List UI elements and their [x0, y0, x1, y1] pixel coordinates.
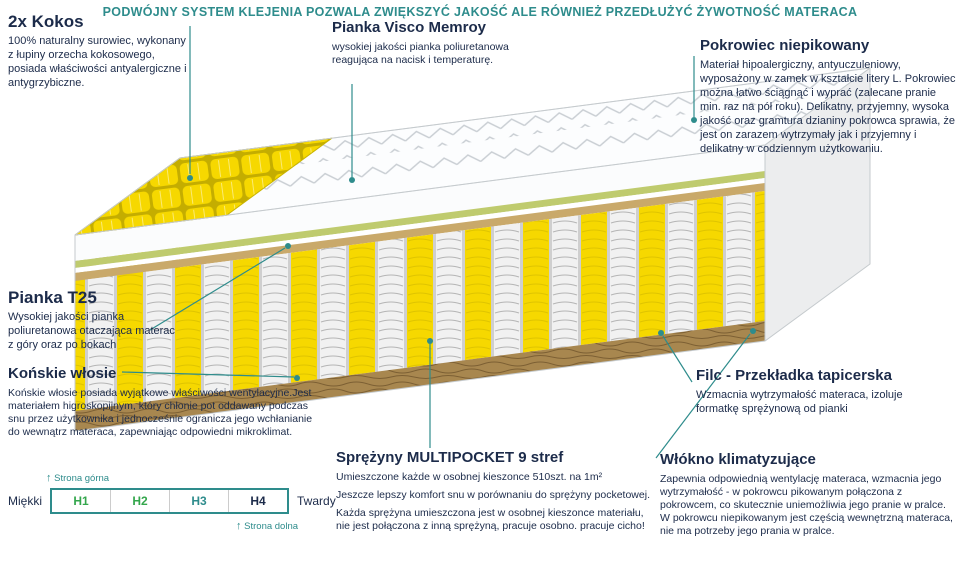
- callout-filc: Filc - Przekładka tapicerska Wzmacnia wy…: [696, 367, 936, 422]
- callout-sprezyny-title: Sprężyny MULTIPOCKET 9 stref: [336, 449, 564, 466]
- callout-filc-body: Wzmacnia wytrzymałość materaca, izoluje …: [696, 388, 903, 415]
- callout-line-filc: [662, 335, 693, 383]
- callout-visco-body: wysokiej jakości pianka poliuretanowa re…: [332, 40, 509, 66]
- hardness-scale: ↑ Strona górna Miękki H1 H2 H3 H4 Twardy…: [8, 472, 360, 532]
- mattress-outline: [74, 67, 871, 432]
- callout-t25: Pianka T25 Wysokiej jakości pianka poliu…: [8, 288, 183, 358]
- callout-dot-t25: [285, 243, 291, 249]
- header-title: PODWÓJNY SYSTEM KLEJENIA POZWALA ZWIĘKSZ…: [102, 5, 858, 19]
- callout-dot-pokrowiec: [691, 117, 697, 123]
- callout-sprezyny: Sprężyny MULTIPOCKET 9 stref Umieszczone…: [336, 449, 656, 538]
- callout-visco: Pianka Visco Memroy wysokiej jakości pia…: [332, 19, 537, 72]
- callout-sprezyny-body: Jeszcze lepszy komfort snu w porównaniu …: [336, 488, 650, 501]
- callout-pokrowiec-title: Pokrowiec niepikowany: [700, 37, 870, 54]
- callout-wlosie: Końskie włosie Końskie włosie posiada wy…: [8, 365, 326, 444]
- hardness-segment-h4: H4: [250, 494, 266, 508]
- callout-kokos-title: 2x Kokos: [8, 12, 84, 31]
- hardness-segment-h2: H2: [111, 490, 171, 512]
- callout-kokos-body: 100% naturalny surowiec, wykonany z łupi…: [8, 35, 187, 89]
- callout-wlosie-body: Końskie włosie posiada wyjątkowe właściw…: [8, 386, 313, 438]
- callout-lines: [121, 26, 756, 459]
- callout-sprezyny-body: Każda sprężyna umieszczona jest w osobne…: [336, 506, 645, 532]
- callout-line-wlokno: [655, 333, 751, 459]
- callout-wlosie-title: Końskie włosie: [8, 365, 117, 382]
- callout-dot-visco: [349, 177, 355, 183]
- up-arrow-icon: ↑: [46, 472, 52, 484]
- pocket-springs: [75, 191, 765, 411]
- foam-zigzag-band: [143, 71, 865, 185]
- callout-line-wlosie: [121, 371, 295, 378]
- callout-dot-wlokno: [750, 328, 756, 334]
- hardness-segment-h1: H1: [52, 490, 112, 512]
- callout-wlokno: Włókno klimatyzujące Zapewnia odpowiedni…: [660, 451, 956, 543]
- scale-row: Miękki H1 H2 H3 H4 Twardy: [8, 488, 360, 514]
- mattress-front-face: [75, 145, 765, 431]
- hardness-segment-h3: H3: [170, 490, 230, 512]
- callout-line-t25: [149, 247, 286, 331]
- scale-bottom-label: Strona dolna: [244, 521, 299, 532]
- callout-dot-sprezyny: [427, 338, 433, 344]
- scale-hard-label: Twardy: [297, 494, 336, 508]
- mattress-right-face: [765, 68, 870, 341]
- callout-visco-title: Pianka Visco Memroy: [332, 19, 486, 36]
- scale-bottom-row: ↑ Strona dolna: [236, 520, 360, 532]
- callout-t25-body: Wysokiej jakości pianka poliuretanowa ot…: [8, 311, 175, 351]
- hardness-bar: H1 H2 H3 H4: [50, 488, 290, 514]
- callout-pokrowiec-body: Materiał hipoalergiczny, antyuczuleniowy…: [700, 58, 956, 155]
- foam-zigzag-band: [101, 102, 823, 216]
- scale-soft-label: Miękki: [8, 494, 43, 508]
- felt-layer: [75, 178, 765, 273]
- callout-wlokno-body: Zapewnia odpowiednią wentylację materaca…: [660, 472, 953, 537]
- wood-base: [75, 321, 765, 431]
- callout-filc-title: Filc - Przekładka tapicerska: [696, 367, 892, 384]
- callout-sprezyny-body: Umieszczone każde w osobnej kieszonce 51…: [336, 470, 603, 483]
- scale-top-label: Strona górna: [54, 473, 110, 484]
- up-arrow-icon: ↑: [236, 520, 242, 532]
- scale-top-row: ↑ Strona górna: [46, 472, 360, 484]
- callout-t25-title: Pianka T25: [8, 288, 97, 307]
- callout-wlokno-title: Włókno klimatyzujące: [660, 451, 816, 468]
- foam-top-layer: [75, 145, 765, 261]
- callout-dot-header: [187, 175, 193, 181]
- coconut-layer: [75, 183, 765, 281]
- visco-green-layer: [75, 171, 765, 268]
- callout-dot-wlosie: [294, 375, 300, 381]
- callout-dot-filc: [658, 330, 664, 336]
- callout-pokrowiec: Pokrowiec niepikowany Materiał hipoalerg…: [700, 37, 956, 162]
- callout-kokos: 2x Kokos 100% naturalny surowiec, wykona…: [8, 12, 193, 96]
